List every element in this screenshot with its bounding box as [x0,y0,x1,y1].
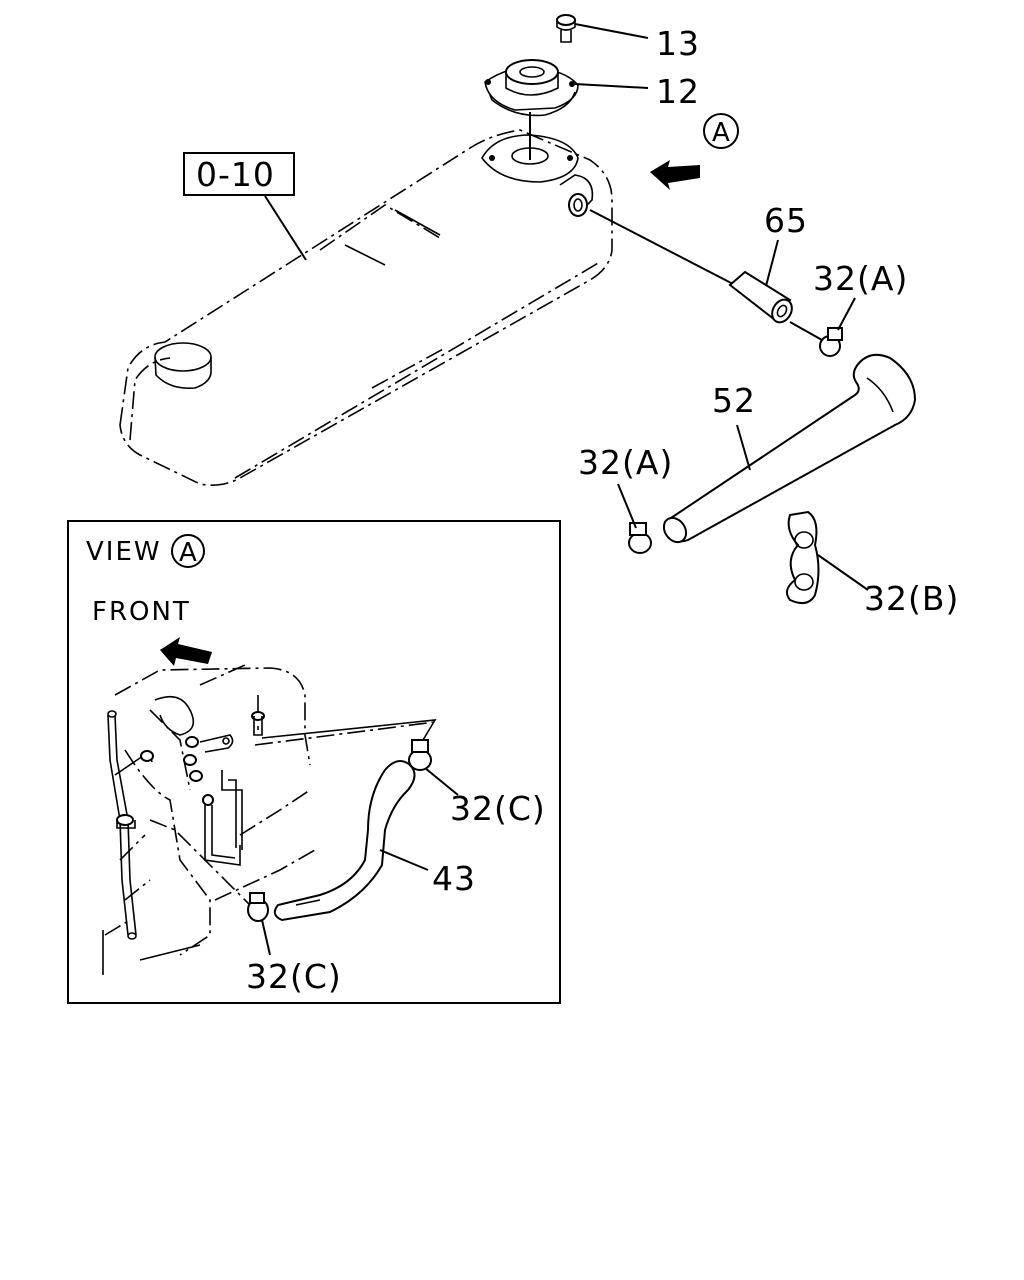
part-12-label: 12 [656,72,700,111]
inset-view-a [67,520,561,1004]
part-32c-lower-label: 32(C) [246,957,342,996]
part-65-label: 65 [764,201,808,240]
rocker-cover [119,112,613,486]
inset-view-marker: A [179,538,199,568]
ref-box [183,152,307,261]
part-43-label: 43 [432,859,476,898]
part-32c-upper-label: 32(C) [450,789,546,828]
part-32a-lower-label: 32(A) [578,443,673,482]
view-arrow-a [650,113,739,190]
part-32b-clip [785,510,869,605]
part-13-label: 13 [656,24,700,63]
inset-front-text: FRONT [92,597,191,627]
part-65-connector [589,209,823,341]
part-52-label: 52 [712,381,756,420]
inset-view-text: VIEW [86,537,162,567]
part-12-valve [484,59,579,117]
part-32a-upper-label: 32(A) [813,259,908,298]
view-marker-label: A [712,118,732,148]
part-13-screw [556,14,576,43]
part-32a-upper-clamp [819,297,856,357]
part-32b-label: 32(B) [864,579,959,618]
ref-box-label: 0-10 [196,155,275,194]
leader-12 [574,83,649,89]
part-32a-lower-clamp [617,483,652,554]
leader-13 [574,23,649,39]
part-52-hose [662,353,917,544]
